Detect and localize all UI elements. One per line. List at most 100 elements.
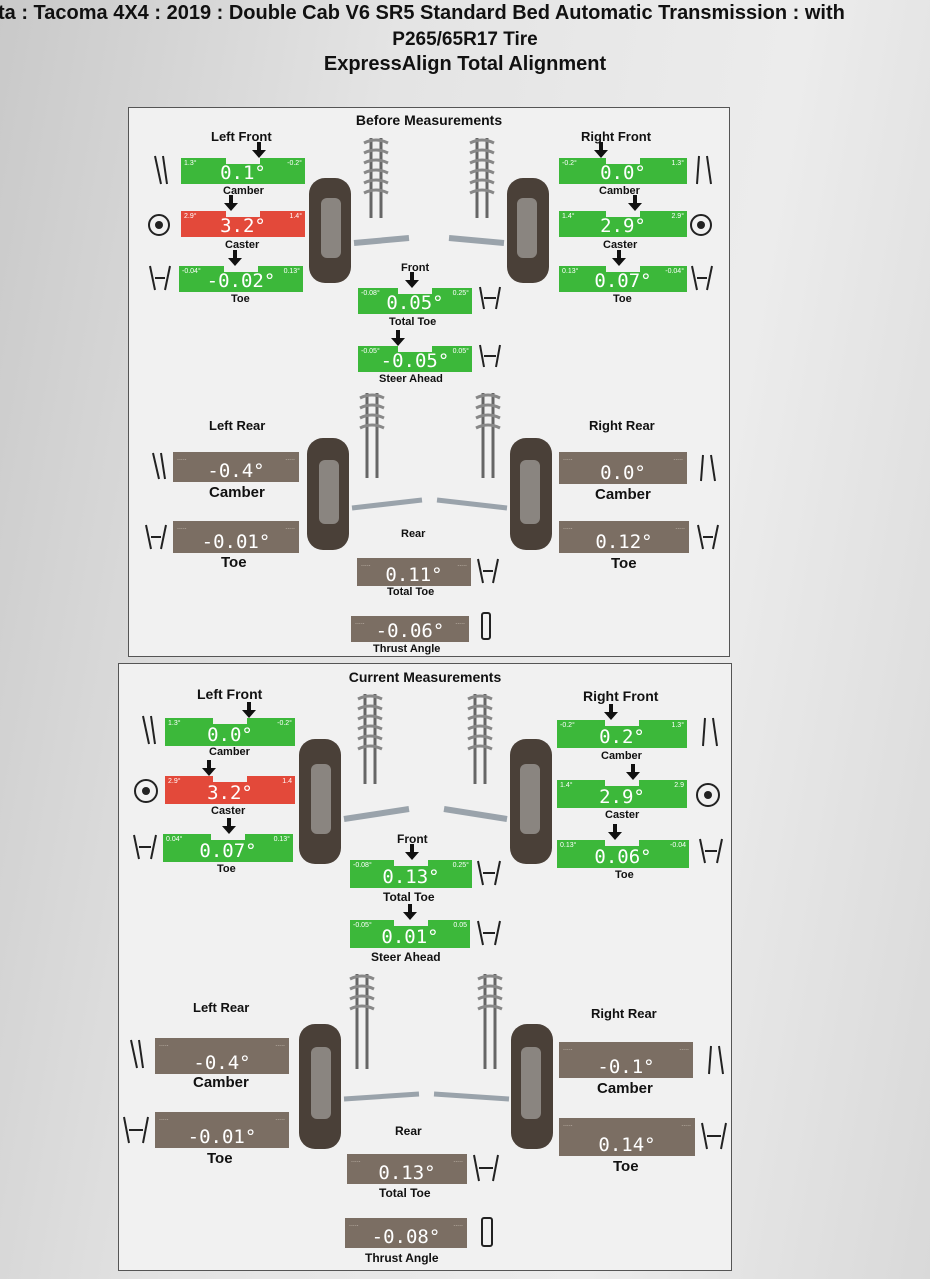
front-total-toe-gauge: -0.08°0.25° 0.05°: [358, 272, 472, 314]
gauge-notch: [394, 860, 428, 866]
spec-max-limit: 0.13°: [273, 836, 290, 843]
arrow-head: [405, 852, 419, 860]
rear-total-toe-gauge: .......... 0.13°: [347, 1154, 467, 1184]
camber-label: Camber: [209, 746, 250, 758]
lr-camber-gauge: .......... -0.4°: [173, 452, 299, 482]
gauge-dash: .....: [285, 455, 295, 462]
gauge-bar: [345, 1218, 467, 1248]
rear-label: Rear: [401, 528, 426, 540]
spec-max-limit: 0.13°: [283, 268, 300, 275]
lr-camber-value: -0.4°: [207, 460, 265, 482]
spec-min-limit: 1.4°: [562, 213, 575, 220]
panel-title: Current Measurements: [348, 669, 502, 685]
thrust-angle-gauge: .......... -0.06°: [351, 616, 469, 642]
rf-toe-gauge: 0.13°-0.04° 0.07°: [559, 250, 687, 292]
spec-min-limit: -0.2°: [560, 722, 575, 729]
arrow-stem: [227, 818, 231, 827]
rf-camber-gauge: -0.2°1.3° 0.0°: [559, 142, 687, 184]
lr-camber-gauge: .......... -0.4°: [155, 1038, 289, 1074]
gauge-bar: [559, 452, 687, 484]
toe-icon: [133, 834, 157, 860]
front-total-toe-value: 0.13°: [382, 866, 440, 888]
lf-toe-value: 0.07°: [199, 840, 257, 862]
spec-max-limit: 1.3°: [671, 160, 684, 167]
rf-caster-gauge: 1.4°2.9° 2.9°: [559, 195, 687, 237]
rear-total-toe-gauge: .......... 0.11°: [357, 558, 471, 586]
spec-min-limit: 1.4°: [560, 782, 573, 789]
arrow-head: [202, 768, 216, 776]
rr-toe-gauge: .......... 0.14°: [559, 1118, 695, 1156]
steer-ahead-icon: [479, 344, 501, 368]
rr-camber-gauge: .......... 0.0°: [559, 452, 687, 484]
arrow-head: [252, 150, 266, 158]
steer-ahead-icon: [477, 920, 501, 946]
spec-min-limit: -0.08°: [353, 862, 372, 869]
rr-camber-value: 0.0°: [600, 462, 646, 484]
spec-max-limit: 0.05: [453, 922, 467, 929]
toe-icon: [145, 524, 167, 550]
gauge-dash: .....: [159, 1115, 169, 1122]
arrow-stem: [247, 702, 251, 711]
arrow-stem: [396, 330, 400, 339]
lr-camber-value: -0.4°: [193, 1052, 251, 1074]
front-total-toe-value: 0.05°: [386, 292, 444, 314]
gauge-notch: [211, 834, 245, 840]
gauge-notch: [605, 720, 639, 726]
spec-max-limit: -0.04°: [665, 268, 684, 275]
arrow-stem: [207, 760, 211, 769]
arrow-stem: [410, 272, 414, 281]
gauge-dash: .....: [349, 1221, 359, 1228]
rr-toe-value: 0.12°: [595, 531, 653, 553]
steer-ahead-value: 0.01°: [381, 926, 439, 948]
camber-icon: [142, 715, 156, 745]
camber-icon: [154, 155, 168, 185]
thrust-angle-label: Thrust Angle: [365, 1251, 439, 1265]
spec-max-limit: 1.3°: [671, 722, 684, 729]
vehicle-title: ta : Tacoma 4X4 : 2019 : Double Cab V6 S…: [0, 2, 845, 24]
gauge-bar: [347, 1154, 467, 1184]
gauge-dash: .....: [563, 524, 573, 531]
rear-label: Rear: [395, 1124, 422, 1138]
toe-icon: [691, 265, 713, 291]
spec-max-limit: 0.25°: [452, 290, 469, 297]
right-front-label: Right Front: [583, 688, 659, 704]
spec-min-limit: 2.9°: [184, 213, 197, 220]
front-label: Front: [401, 262, 430, 274]
lr-toe-gauge: .......... -0.01°: [173, 521, 299, 553]
caster-icon: [148, 214, 170, 236]
toe-label: Toe: [217, 863, 236, 875]
lf-caster-gauge: 2.9°1.4 3.2°: [165, 760, 295, 804]
rear-suspension-illustration: [299, 974, 553, 1149]
gauge-bar: [559, 521, 689, 553]
right-rear-label: Right Rear: [591, 1006, 657, 1021]
camber-label: Camber: [209, 484, 265, 501]
camber-label: Camber: [223, 185, 264, 197]
lr-toe-value: -0.01°: [201, 531, 271, 553]
front-suspension-illustration: [309, 138, 549, 283]
lf-caster-value: 3.2°: [207, 782, 253, 804]
camber-label: Camber: [599, 185, 640, 197]
gauge-bar: [155, 1112, 289, 1148]
arrow-head: [403, 912, 417, 920]
camber-icon: [702, 717, 718, 747]
gauge-dash: .....: [361, 561, 371, 568]
gauge-bar: [173, 521, 299, 553]
gauge-dash: .....: [159, 1041, 169, 1048]
spec-min-limit: 0.13°: [560, 842, 577, 849]
steer-ahead-label: Steer Ahead: [371, 950, 441, 964]
arrow-stem: [229, 195, 233, 204]
steer-ahead-gauge: -0.05°0.05° -0.05°: [358, 330, 472, 372]
spec-min-limit: 2.9°: [168, 778, 181, 785]
gauge-dash: .....: [679, 1045, 689, 1052]
rr-toe-value: 0.14°: [598, 1134, 656, 1156]
spec-max-limit: -0.2°: [287, 160, 302, 167]
toe-icon: [699, 838, 723, 864]
before-measurements-panel: Before Measurements Left Front 1.3°-0.2°…: [128, 107, 730, 657]
arrow-head: [604, 712, 618, 720]
gauge-dash: .....: [275, 1041, 285, 1048]
spec-min-limit: -0.05°: [361, 348, 380, 355]
toe-label: Toe: [231, 293, 250, 305]
gauge-notch: [398, 346, 432, 352]
arrow-head: [242, 710, 256, 718]
gauge-notch: [605, 840, 639, 846]
